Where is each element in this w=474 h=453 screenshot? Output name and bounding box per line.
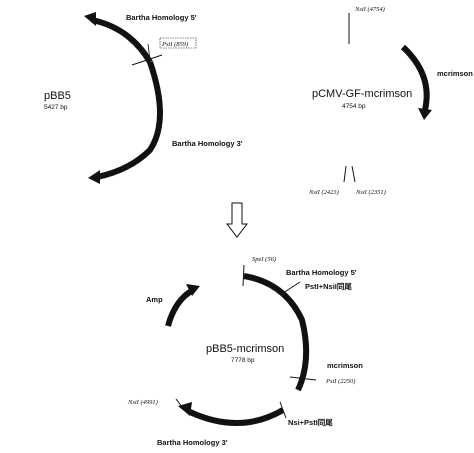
pbb5m-homology3-label: Bartha Homology 3': [157, 438, 228, 447]
plasmid-pcmv: NsiI (4754) mcrimson pCMV-GF-mcrimson 47…: [308, 6, 473, 196]
pbb5-size: 5427 bp: [44, 104, 68, 111]
pbb5m-nsii-marker: [175, 398, 187, 413]
pbb5m-homology3-arc: [188, 407, 285, 426]
plasmid-pbb5: Bartha Homology 5' PstI (859) pBB5 5427 …: [44, 12, 243, 184]
pbb5-homology5-arc: [91, 17, 153, 64]
pcmv-nsii-2423-label: NsiI (2423): [308, 189, 339, 196]
pbb5m-name: pBB5-mcrimson: [206, 343, 284, 355]
pbb5m-amp-arc: [165, 287, 195, 327]
pcmv-name: pCMV-GF-mcrimson: [312, 88, 412, 100]
pcmv-nsii-2423-marker: [343, 165, 347, 183]
pbb5m-spei-marker: [242, 264, 245, 287]
pbb5m-psti-nsii-label: PstI+NsiI同尾: [305, 282, 352, 291]
pbb5-psti-marker-tick: [147, 43, 151, 61]
pcmv-nsii-2351-marker: [351, 165, 356, 183]
pbb5m-size: 7778 bp: [231, 357, 255, 364]
pcmv-size: 4754 bp: [342, 103, 366, 110]
pbb5m-psti-nsii-marker: [279, 281, 301, 296]
plasmid-pbb5-mcrimson: SpeI (56) Bartha Homology 5' PstI+NsiI同尾…: [127, 256, 363, 447]
pbb5m-nsii-label: NsiI (4991): [127, 399, 158, 406]
pbb5m-psti-2250-marker: [289, 376, 317, 381]
pbb5-psti-box: [159, 37, 197, 49]
pbb5m-homology5-label: Bartha Homology 5': [286, 268, 357, 277]
pbb5-arc-arrowhead-top: [84, 12, 96, 26]
pbb5m-mcrimson-label: mcrimson: [327, 361, 363, 370]
pbb5-homology3-label: Bartha Homology 3': [172, 139, 243, 148]
pbb5-homology5-label: Bartha Homology 5': [126, 13, 197, 22]
pbb5m-amp-arrowhead: [186, 284, 200, 296]
pbb5m-homology5-arc: [243, 273, 310, 392]
pbb5-homology3-arc: [96, 61, 163, 180]
pbb5m-nsi-psti-label: Nsi+PstI同尾: [288, 418, 333, 427]
pbb5-psti-marker: [131, 54, 163, 66]
down-arrow-icon: [225, 202, 249, 238]
pcmv-mcrimson-arrowhead: [418, 108, 432, 120]
pbb5-name: pBB5: [44, 90, 71, 102]
pbb5m-nsi-psti-marker: [279, 401, 287, 419]
pcmv-mcrimson-arc: [400, 44, 430, 111]
pbb5-arc-arrowhead-bottom: [88, 170, 100, 184]
pcmv-nsii-2351-label: NsiI (2351): [355, 189, 386, 196]
pcmv-nsii-top-label: NsiI (4754): [354, 6, 385, 13]
pbb5-psti-label: PstI (859): [161, 41, 188, 48]
pbb5m-psti-2250-label: PstI (2250): [325, 378, 355, 385]
pbb5m-amp-label: Amp: [146, 295, 163, 304]
pcmv-mcrimson-label: mcrimson: [437, 69, 473, 78]
pbb5m-spei-label: SpeI (56): [252, 256, 276, 263]
